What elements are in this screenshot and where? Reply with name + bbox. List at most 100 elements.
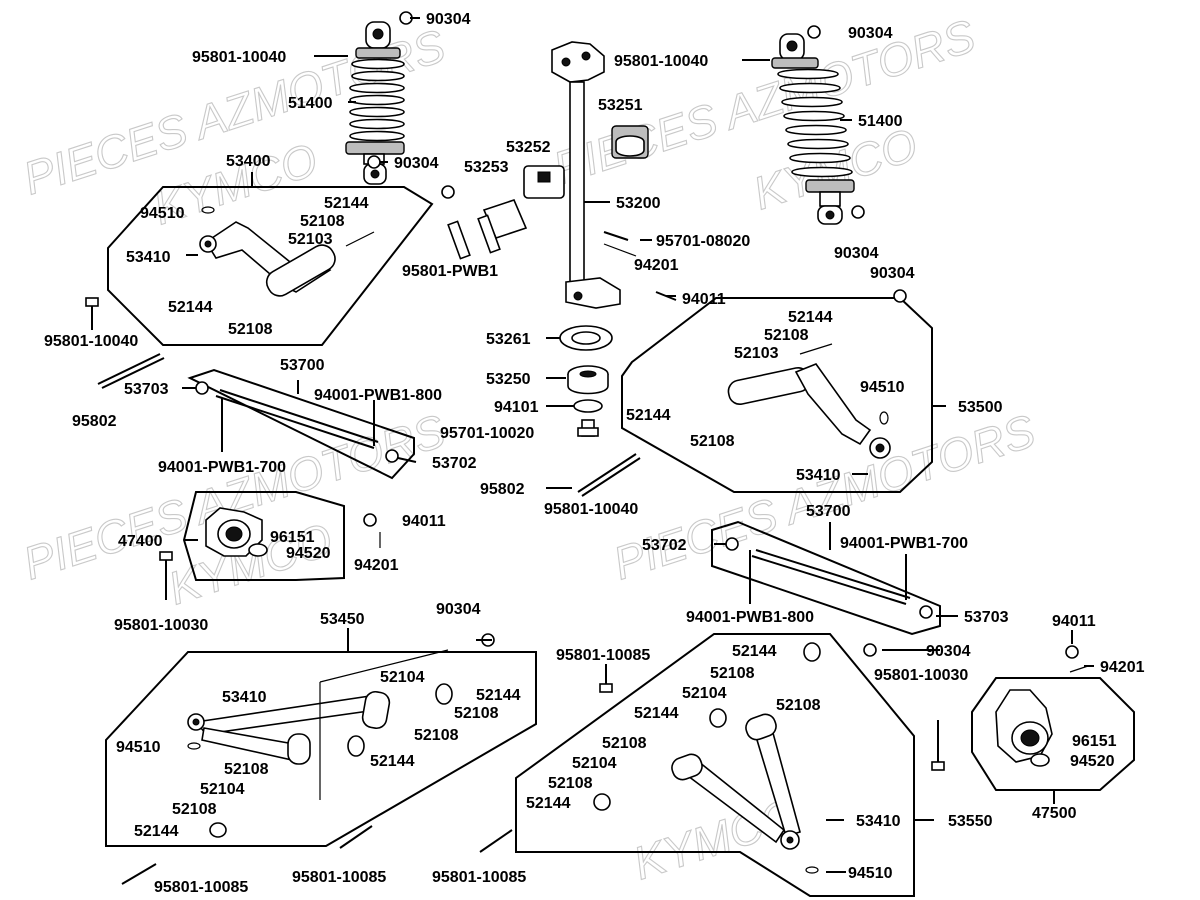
part-label: 94510 <box>140 205 185 222</box>
shock-spring-coils <box>349 58 405 142</box>
parts-layer <box>85 11 1089 885</box>
column-bottom-arm <box>565 277 621 309</box>
a-arm-bushing <box>671 753 703 781</box>
knuckle-right <box>995 689 1053 767</box>
part-label: 95801-10030 <box>874 667 968 684</box>
tie-rod-end <box>919 605 933 619</box>
part-label: 51400 <box>858 113 903 130</box>
a-arm-bushing <box>287 733 311 765</box>
part-label: 95802 <box>72 413 117 430</box>
part-label: 52108 <box>224 761 269 778</box>
pins-95801-pwb1 <box>447 214 501 260</box>
group-outline-53700-right <box>711 520 941 636</box>
part-label: 52144 <box>476 687 521 704</box>
long-bolt-95802-center <box>581 457 641 497</box>
nut-94011 <box>1065 645 1079 659</box>
a-arm-bolt <box>799 343 833 355</box>
tie-rod-tube <box>751 555 907 605</box>
part-label: 52108 <box>602 735 647 752</box>
part-label: 90304 <box>436 601 481 618</box>
nut-90304 <box>863 643 877 657</box>
bolt-head <box>159 551 173 561</box>
part-label: 52144 <box>370 753 415 770</box>
part-label: 52108 <box>172 801 217 818</box>
clip-94510 <box>201 206 215 214</box>
part-label: 95801-10040 <box>544 501 638 518</box>
part-label: 52104 <box>682 685 727 702</box>
part-label: 52144 <box>626 407 671 424</box>
part-label: 95802 <box>480 481 525 498</box>
part-label: 94201 <box>634 257 679 274</box>
bearing-53250 <box>567 365 609 395</box>
bolt-95701-08020 <box>603 231 629 241</box>
leader-line <box>319 649 449 683</box>
tie-rod-end <box>725 537 739 551</box>
part-label: 53253 <box>464 159 509 176</box>
part-label: 94001-PWB1-800 <box>314 387 442 404</box>
part-label: 53703 <box>124 381 169 398</box>
a-arm-rear-link <box>201 727 295 761</box>
part-label: 52108 <box>776 697 821 714</box>
part-label: 53410 <box>126 249 171 266</box>
ball-joint-center <box>192 718 200 726</box>
bearing-holder-53261 <box>559 325 613 351</box>
clip-94510 <box>187 742 201 750</box>
part-label: 95801-10085 <box>154 879 248 896</box>
bolt-head <box>599 683 613 693</box>
pin <box>447 220 471 260</box>
part-label: 90304 <box>848 25 893 42</box>
part-label: 53261 <box>486 331 531 348</box>
part-label: 53703 <box>964 609 1009 626</box>
part-label: 52144 <box>526 795 571 812</box>
column-top-clamp <box>551 41 605 83</box>
part-label: 53500 <box>958 399 1003 416</box>
part-label: 94011 <box>402 513 446 530</box>
leader-lines <box>182 17 1094 873</box>
part-labels: 90304 95801-10040 51400 90304 53400 9451… <box>44 11 1145 896</box>
part-label: 52104 <box>200 781 245 798</box>
part-label: 52108 <box>300 213 345 230</box>
part-label: 90304 <box>426 11 471 28</box>
part-label: 52103 <box>288 231 333 248</box>
tie-rod-end <box>385 449 399 463</box>
part-label: 52108 <box>414 727 459 744</box>
shock-absorber-right <box>771 33 855 225</box>
bushing-52144 <box>347 735 365 757</box>
nut-90304 <box>367 155 381 169</box>
part-label: 96151 <box>1072 733 1117 750</box>
part-label: 52108 <box>454 705 499 722</box>
part-label: 95801-10085 <box>292 869 386 886</box>
shock-top-collar <box>355 47 401 59</box>
a-arm-upper-left <box>199 221 375 297</box>
shock-bottom-bore <box>825 210 835 220</box>
part-label: 95801-10040 <box>192 49 286 66</box>
bushing-52144 <box>435 683 453 705</box>
long-bolt-95802-center <box>577 453 637 493</box>
part-label: 53450 <box>320 611 365 628</box>
seal-ring <box>248 543 268 557</box>
part-label: 94001-PWB1-700 <box>840 535 968 552</box>
group-outline-53400 <box>107 186 434 346</box>
a-arm-upper-right <box>727 343 891 459</box>
part-label: 52108 <box>690 433 735 450</box>
part-label: 94520 <box>1070 753 1115 770</box>
washer-94101 <box>573 399 603 413</box>
part-label: 94201 <box>354 557 399 574</box>
bearing-bore <box>579 370 597 378</box>
bushing-52144 <box>709 708 727 728</box>
part-label: 52144 <box>134 823 179 840</box>
nut-90304 <box>851 205 865 219</box>
watermark: PIECES AZMOTORS <box>607 404 1041 589</box>
shock-bottom-bore <box>370 169 380 179</box>
bushing-52144 <box>593 793 611 811</box>
shock-top-collar <box>771 57 819 69</box>
part-label: 90304 <box>870 265 915 282</box>
clip-94510 <box>879 411 889 425</box>
column-shaft <box>569 81 585 293</box>
part-label: 96151 <box>270 529 315 546</box>
knuckle-bore <box>1020 729 1040 747</box>
part-label: 95801-10040 <box>44 333 138 350</box>
nut-90304 <box>893 289 907 303</box>
part-label: 53410 <box>856 813 901 830</box>
